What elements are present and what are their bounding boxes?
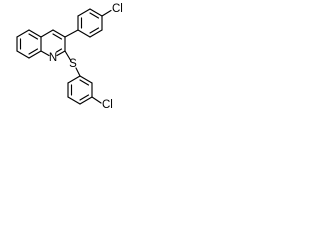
bond [28, 50, 42, 59]
double-bond-line [28, 48, 39, 55]
chlorine-bottom-label: Cl [102, 99, 113, 111]
bond [40, 50, 50, 57]
bond [77, 8, 91, 17]
quinoline-pyridine-ring [40, 29, 66, 57]
bond [40, 29, 54, 38]
top-chlorophenyl-ring [77, 8, 103, 38]
bond [79, 96, 93, 105]
double-bond-line [79, 94, 90, 101]
bottom-chlorophenyl-ring [67, 75, 93, 105]
double-bond-line [52, 33, 63, 40]
bond [89, 8, 103, 17]
double-bond-line [89, 12, 100, 19]
bond [67, 75, 81, 84]
double-bond-line [89, 27, 100, 34]
bond [77, 29, 91, 38]
bond [16, 29, 30, 38]
double-bond-line [55, 48, 63, 53]
sulfur-label: S [69, 58, 77, 70]
chlorine-top-label: Cl [112, 3, 123, 15]
bond [91, 96, 102, 104]
bond [64, 50, 72, 62]
bond [56, 50, 66, 57]
bond [16, 50, 30, 59]
double-bond-line [28, 33, 39, 40]
bond [75, 67, 81, 77]
double-bond-line [79, 79, 90, 86]
nitrogen-label: N [49, 52, 57, 64]
bond [28, 29, 42, 38]
bond [67, 96, 81, 105]
quinoline-benzo-ring [16, 29, 42, 59]
chemical-structure-diagram: Cl N S Cl [16, 3, 123, 111]
bond [79, 75, 93, 84]
bond [101, 9, 112, 17]
bond [89, 29, 103, 38]
bond [52, 29, 66, 38]
bond [64, 29, 79, 38]
